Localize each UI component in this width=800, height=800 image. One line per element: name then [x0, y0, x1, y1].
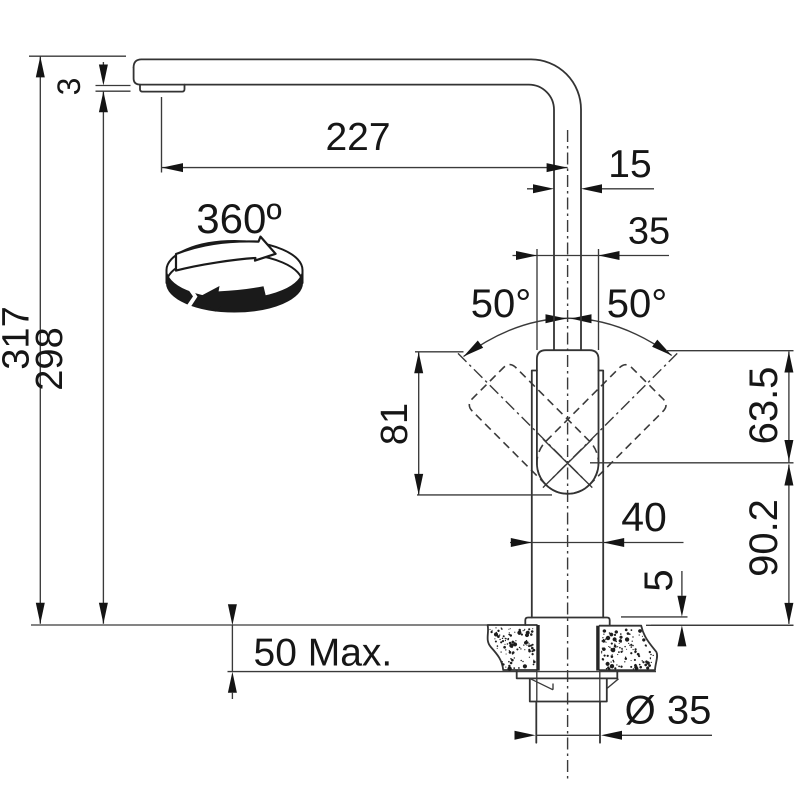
svg-text:5: 5	[637, 569, 681, 591]
svg-text:40: 40	[621, 494, 667, 540]
svg-text:Ø 35: Ø 35	[625, 689, 712, 733]
svg-text:50°: 50°	[471, 282, 532, 326]
svg-text:3: 3	[51, 78, 87, 96]
svg-text:298: 298	[29, 327, 71, 390]
svg-text:50°: 50°	[607, 282, 668, 326]
svg-text:63.5: 63.5	[742, 367, 786, 445]
svg-text:360º: 360º	[196, 195, 281, 242]
svg-text:50 Max.: 50 Max.	[254, 632, 393, 675]
svg-text:90.2: 90.2	[742, 499, 786, 577]
svg-text:35: 35	[628, 211, 670, 253]
svg-text:81: 81	[374, 403, 416, 445]
svg-text:15: 15	[608, 143, 651, 186]
svg-text:317: 317	[0, 306, 38, 369]
svg-text:227: 227	[325, 116, 390, 159]
